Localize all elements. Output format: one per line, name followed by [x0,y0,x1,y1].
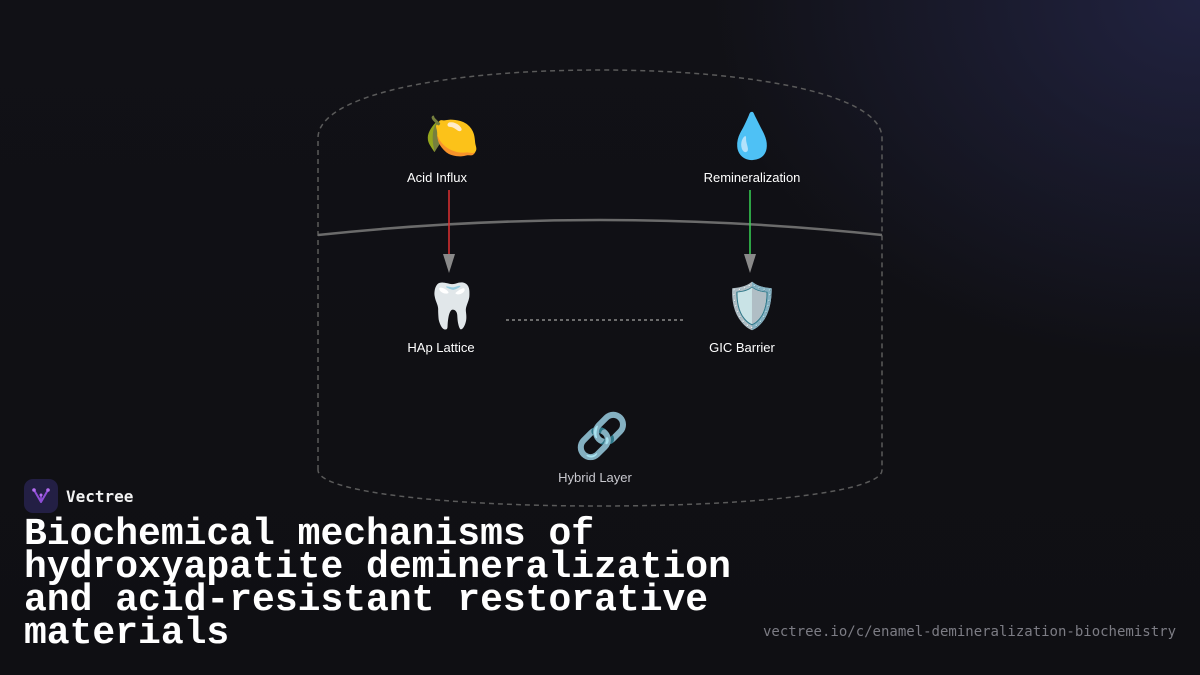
brand-name: Vectree [66,486,134,506]
link-icon: 🔗 [574,411,630,462]
enamel-surface-line [317,218,883,237]
node-acid-influx: 🍋 Acid Influx [407,111,480,186]
node-hybrid-layer: 🔗 Hybrid Layer [558,411,632,486]
brand[interactable]: Vectree [24,479,133,513]
droplet-icon: 💧 [724,111,780,162]
diagram-boundary [317,69,883,507]
node-remineralization: 💧 Remineralization [704,112,801,186]
vectree-logo-icon [24,479,58,513]
node-label: GIC Barrier [709,340,775,355]
page-title: Biochemical mechanisms of hydroxyapatite… [24,513,731,655]
node-gic-barrier: 🛡️ GIC Barrier [709,281,780,356]
lemon-icon: 🍋 [424,111,480,162]
shield-icon: 🛡️ [724,281,780,332]
node-label: HAp Lattice [407,340,475,355]
node-hap-lattice: 🦷 HAp Lattice [407,281,480,356]
page-url[interactable]: vectree.io/c/enamel-demineralization-bio… [762,624,1176,640]
node-label: Hybrid Layer [558,470,632,485]
tooth-icon: 🦷 [424,281,480,332]
remin-to-gic-arrowhead [744,254,756,273]
acid-to-hap-arrowhead [443,254,455,273]
node-label: Acid Influx [407,170,467,185]
node-label: Remineralization [703,170,801,185]
